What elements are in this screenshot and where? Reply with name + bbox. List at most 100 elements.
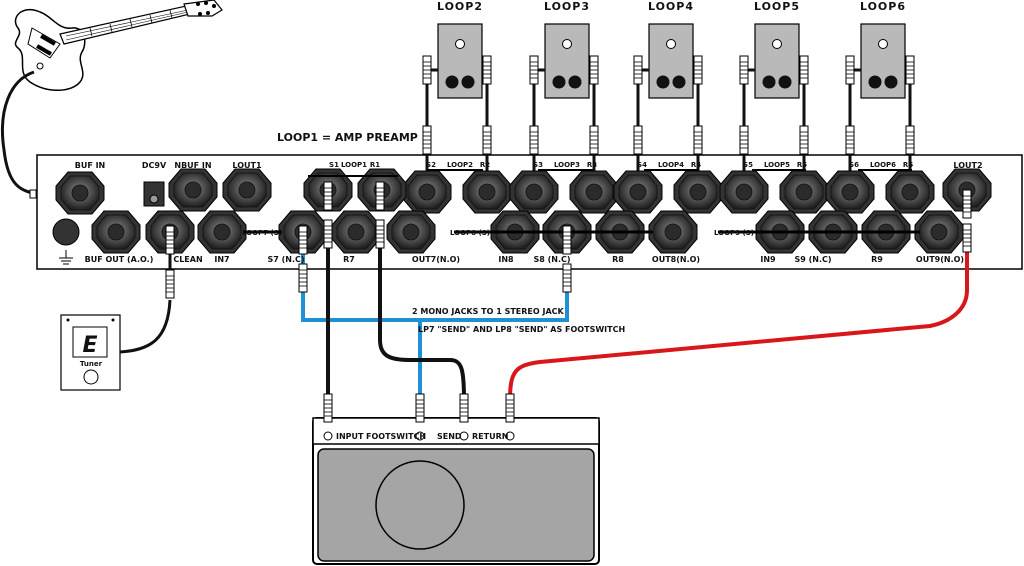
- r8-label: R8: [612, 255, 624, 264]
- loop1-tag: LOOP1: [341, 161, 367, 169]
- tuner-pedal: E Tuner: [60, 314, 121, 391]
- loop-return-jack[interactable]: [673, 170, 723, 214]
- loop-return-label: R4: [691, 161, 701, 169]
- amp-input-label: INPUT: [336, 432, 364, 441]
- loop-send-label: S2: [426, 161, 436, 169]
- buf-out-jack[interactable]: [91, 210, 141, 254]
- amp-footswitch-label: FOOTSWITCH: [366, 432, 426, 441]
- loop-return-label: R2: [480, 161, 490, 169]
- out9-jack[interactable]: [914, 210, 964, 254]
- lout2-label: LOUT2: [953, 161, 982, 170]
- guitar-icon: [14, 0, 223, 91]
- r1-label: R1: [370, 161, 380, 169]
- black-cable-send: [378, 232, 466, 401]
- pedal-body: [437, 23, 483, 99]
- loop8-tag: LOOP8 (S): [450, 229, 490, 237]
- out9-label: OUT9(N.O): [916, 255, 964, 264]
- in7-jack[interactable]: [197, 210, 247, 254]
- loop-send-label: S4: [637, 161, 647, 169]
- loop-send-jack[interactable]: [402, 170, 452, 214]
- pedal-knob-right: [672, 75, 686, 89]
- dc9v-label: DC9V: [142, 161, 167, 170]
- amp-return-label: RETURN: [472, 432, 508, 441]
- loop1-title: LOOP1 = AMP PREAMP: [277, 131, 418, 144]
- pedal-body: [648, 23, 694, 99]
- buf-in-jack[interactable]: [55, 171, 105, 215]
- loop9-tag: LOOP9 (S): [714, 229, 754, 237]
- pedal-led: [562, 39, 572, 49]
- loop-connector-bars: [244, 169, 920, 234]
- ground-knob: [52, 218, 80, 265]
- loop-tag: LOOP3: [554, 161, 580, 169]
- pedal-led: [878, 39, 888, 49]
- loop-tag: LOOP5: [764, 161, 790, 169]
- loop-pedal-title: LOOP5: [754, 0, 800, 13]
- s9-label: S9 (N.C): [794, 255, 831, 264]
- pedal-body: [544, 23, 590, 99]
- loop-return-jack[interactable]: [779, 170, 829, 214]
- red-cable-return: [508, 230, 969, 401]
- pedal-knob-right: [884, 75, 898, 89]
- loop-send-label: S5: [743, 161, 753, 169]
- loop-send-jack[interactable]: [719, 170, 769, 214]
- loop-send-label: S6: [849, 161, 859, 169]
- out7-jack[interactable]: [386, 210, 436, 254]
- pedal-knob-right: [568, 75, 582, 89]
- loop-send-jack[interactable]: [825, 170, 875, 214]
- loop-return-jack[interactable]: [885, 170, 935, 214]
- in7-label: IN7: [214, 255, 229, 264]
- amplifier: [312, 417, 600, 565]
- out8-label: OUT8(N.O): [652, 255, 700, 264]
- pedal-body: [754, 23, 800, 99]
- pedal-knob-left: [445, 75, 459, 89]
- nbuf-in-jack[interactable]: [168, 168, 218, 212]
- loop-tag: LOOP6: [870, 161, 896, 169]
- loop-pedal-title: LOOP2: [437, 0, 483, 13]
- pedal-knob-right: [461, 75, 475, 89]
- r7-jack[interactable]: [331, 210, 381, 254]
- loop-send-jack[interactable]: [613, 170, 663, 214]
- out7-label: OUT7(N.O): [412, 255, 460, 264]
- in9-label: IN9: [760, 255, 776, 264]
- dc9v-jack[interactable]: [143, 181, 165, 207]
- lout1-jack[interactable]: [222, 168, 272, 212]
- loop7-tag: LOOP7 (S): [242, 229, 282, 237]
- amp-send-label: SEND: [437, 432, 462, 441]
- pedal-knob-left: [552, 75, 566, 89]
- loop-tag: LOOP4: [658, 161, 684, 169]
- pedal-knob-right: [778, 75, 792, 89]
- loop-pedal-title: LOOP3: [544, 0, 590, 13]
- nbuf-in-label: NBUF IN: [174, 161, 211, 170]
- pedal-knob-left: [762, 75, 776, 89]
- s7-label: S7 (N.C): [267, 255, 304, 264]
- r7-label: R7: [343, 255, 355, 264]
- buf-out-label: BUF OUT (A.O.): [85, 255, 154, 264]
- loop-return-jack[interactable]: [462, 170, 512, 214]
- out8-jack[interactable]: [648, 210, 698, 254]
- loop-return-jack[interactable]: [569, 170, 619, 214]
- pedal-led: [455, 39, 465, 49]
- stereo-note: 2 MONO JACKS TO 1 STEREO JACK: [412, 307, 565, 316]
- lout1-label: LOUT1: [232, 161, 262, 170]
- loop-tag: LOOP2: [447, 161, 473, 169]
- tuner-label: Tuner: [80, 360, 103, 368]
- pedal-knob-left: [868, 75, 882, 89]
- clean-label: CLEAN: [173, 255, 202, 264]
- loop-send-jack[interactable]: [509, 170, 559, 214]
- loop-return-label: R3: [587, 161, 597, 169]
- pedal-led: [772, 39, 782, 49]
- tuner-display: E: [82, 333, 97, 358]
- s1-label: S1: [329, 161, 339, 169]
- footswitch-note: LP7 "SEND" AND LP8 "SEND" AS FOOTSWITCH: [418, 325, 625, 334]
- loop-return-label: R5: [797, 161, 807, 169]
- guitar-cable: [1, 70, 59, 199]
- r9-label: R9: [871, 255, 883, 264]
- pedal-led: [666, 39, 676, 49]
- loop-send-label: S3: [533, 161, 543, 169]
- s8-label: S8 (N.C): [533, 255, 570, 264]
